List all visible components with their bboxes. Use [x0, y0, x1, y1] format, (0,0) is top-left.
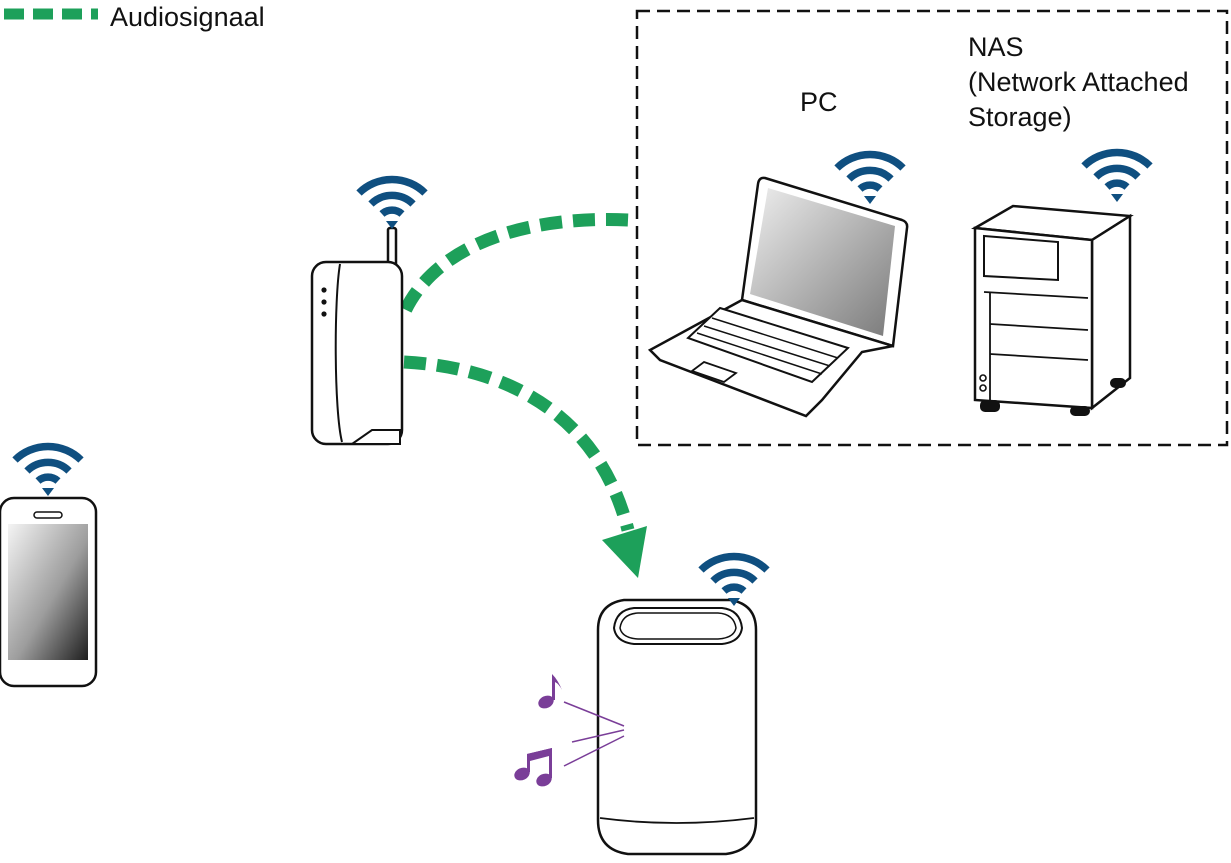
nas-label-line: Storage): [968, 102, 1072, 132]
nas-bay: [989, 353, 1089, 361]
router-led: [321, 311, 327, 317]
speaker: [596, 556, 767, 856]
nas-device: [971, 152, 1150, 416]
nas-label: NAS (Network Attached Storage): [968, 30, 1189, 135]
nas-bay: [989, 323, 1089, 331]
nas-button: [979, 384, 987, 392]
nas-label-line: NAS: [968, 32, 1024, 62]
audio-signal-path-pc-to-router: [395, 213, 629, 321]
music-note-icon: [538, 674, 562, 709]
legend-label: Audiosignaal: [110, 2, 265, 32]
pc-nas-group-box: [635, 9, 1229, 447]
nas-side: [1090, 213, 1132, 411]
router: [310, 179, 425, 446]
router-led: [321, 299, 327, 305]
smartphone: [0, 446, 98, 688]
sound-lines: [563, 701, 625, 767]
smartphone-screen: [8, 524, 88, 660]
pc-label: PC: [800, 87, 838, 117]
audio-signal-path-router-to-speaker: [403, 355, 635, 532]
router-led: [321, 287, 327, 293]
laptop-screen: [750, 188, 895, 336]
audio-signal-arrowhead: [602, 526, 647, 578]
wifi-icon: [701, 556, 767, 606]
speaker-top-inner: [612, 607, 744, 645]
double-music-note-icon: [514, 748, 552, 787]
wifi-icon: [1084, 152, 1150, 202]
laptop-keyboard: [686, 306, 850, 384]
nas-label-line: (Network Attached: [968, 67, 1189, 97]
nas-display: [983, 234, 1059, 282]
smartphone-speaker-slot: [33, 511, 63, 519]
nas-bay: [983, 291, 1089, 299]
nas-foot: [1070, 406, 1090, 416]
nas-foot: [980, 400, 1000, 412]
router-stand: [348, 429, 401, 445]
wifi-icon: [837, 154, 903, 204]
wifi-icon: [359, 179, 425, 229]
laptop-touchpad: [690, 360, 738, 384]
nas-button: [979, 374, 987, 382]
laptop-pc: [647, 154, 909, 418]
speaker-body: [596, 598, 758, 856]
nas-foot: [1110, 378, 1126, 388]
wifi-icon: [15, 446, 81, 496]
